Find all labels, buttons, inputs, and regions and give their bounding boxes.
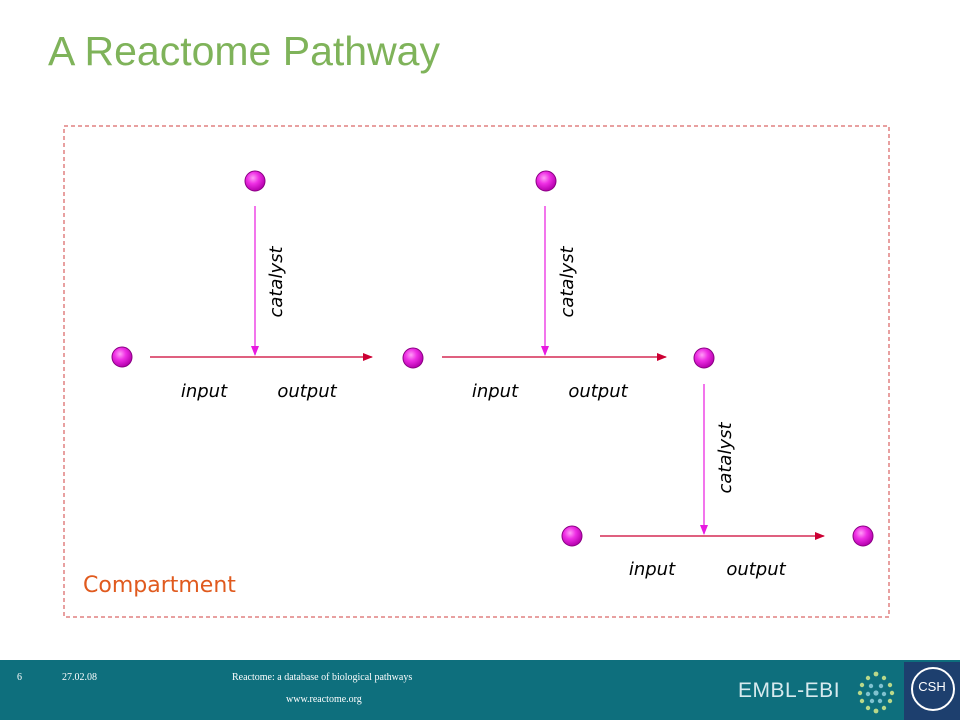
reaction-3-input-label: input xyxy=(629,559,676,580)
footer-bar: 6 27.02.08 Reactome: a database of biolo… xyxy=(0,660,960,720)
entity-node-output-3 xyxy=(852,525,874,547)
reaction-1: catalyst input output xyxy=(150,206,373,402)
reaction-2-input-label: input xyxy=(472,381,519,402)
reaction-1-catalyst-label: catalyst xyxy=(266,246,287,318)
entity-node-input-3 xyxy=(561,525,583,547)
compartment-label: Compartment xyxy=(83,573,236,598)
footer-caption: Reactome: a database of biological pathw… xyxy=(232,672,413,683)
entity-node-intermediate-1 xyxy=(402,347,424,369)
pathway-diagram: Compartment catalyst input output cataly… xyxy=(63,125,890,618)
entity-node-catalyst-2 xyxy=(535,170,557,192)
reaction-2: catalyst input output xyxy=(442,206,667,402)
csh-logo-ring-icon xyxy=(911,667,955,711)
reaction-1-input-label: input xyxy=(181,381,228,402)
reaction-2-catalyst-label: catalyst xyxy=(557,246,578,318)
reaction-3: catalyst input output xyxy=(600,384,825,580)
reaction-3-catalyst-label: catalyst xyxy=(715,422,736,494)
entity-node-intermediate-2 xyxy=(693,347,715,369)
reaction-1-output-label: output xyxy=(277,381,337,402)
footer-url: www.reactome.org xyxy=(286,694,362,705)
entity-node-input-1 xyxy=(111,346,133,368)
entity-node-catalyst-1 xyxy=(244,170,266,192)
embl-dots-icon xyxy=(857,671,895,714)
reaction-3-output-label: output xyxy=(726,559,786,580)
slide-number: 6 xyxy=(17,672,22,683)
footer-date: 27.02.08 xyxy=(62,672,97,683)
compartment-boundary xyxy=(63,125,890,618)
embl-ebi-logo-text: EMBL-EBI xyxy=(738,679,841,702)
csh-logo: CSH xyxy=(904,662,960,720)
slide-title: A Reactome Pathway xyxy=(48,28,440,74)
csh-logo-text: CSH xyxy=(918,679,946,694)
reaction-2-output-label: output xyxy=(568,381,628,402)
